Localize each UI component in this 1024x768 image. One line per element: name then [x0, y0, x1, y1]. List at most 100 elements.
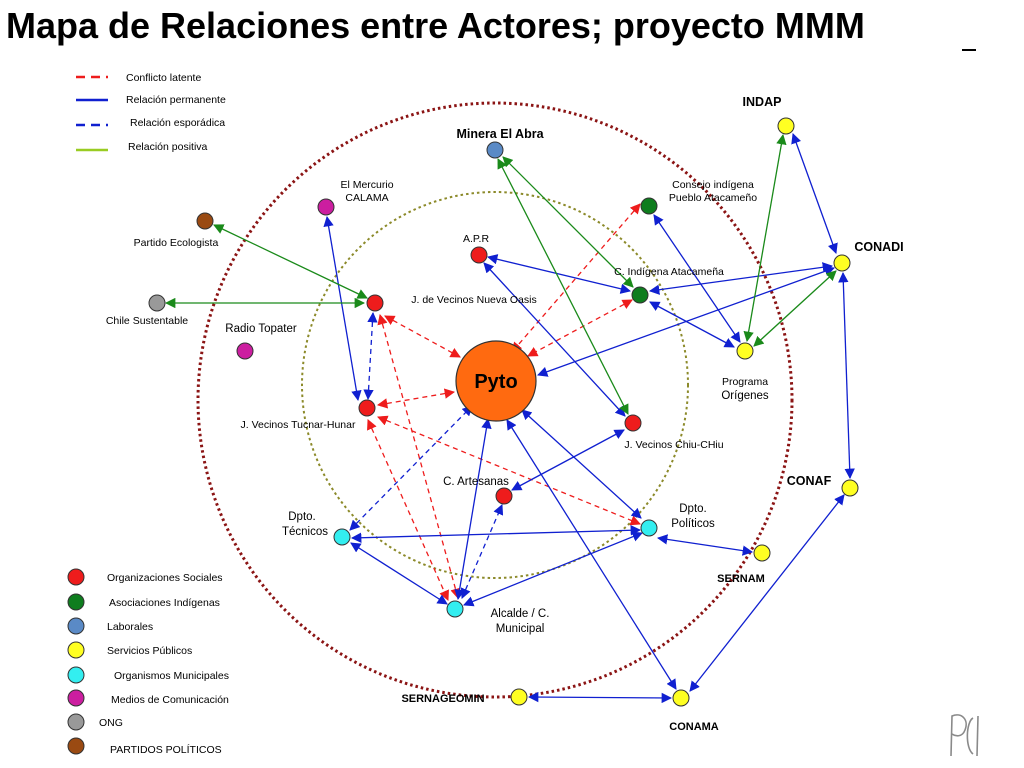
edge-jvchiu-artesanas: [511, 429, 625, 491]
legend-medios-dot: [67, 689, 85, 707]
pyto-label: Pyto: [474, 371, 517, 393]
node-artesanas[interactable]: C. Artesanas: [443, 476, 513, 505]
indap-circle: [777, 117, 795, 135]
consejo-circle: [640, 197, 658, 215]
node-dtecnicos[interactable]: Dpto. Técnicos: [282, 511, 351, 546]
legend-sporadic-label: Relación esporádica: [130, 117, 225, 129]
legend-medios-label: Medios de Comunicación: [111, 694, 229, 706]
edge-partido-jvnueva: [213, 224, 368, 299]
alcalde-label-line2: Municipal: [496, 623, 545, 635]
edge-dtecnicos-alcalde: [350, 542, 448, 605]
cindigena-circle: [631, 286, 649, 304]
pci-logo-i: [976, 715, 979, 757]
edge-jvtucnar-alcalde: [367, 419, 449, 601]
node-conaf[interactable]: CONAF: [787, 474, 859, 497]
legend-laborales-dot: [67, 617, 85, 635]
radio-label: Radio Topater: [225, 323, 297, 335]
edge-indap-programa: [743, 133, 787, 343]
node-alcalde[interactable]: Alcalde / C. Municipal: [446, 600, 550, 635]
jvchiu-label: J. Vecinos Chiu-CHiu: [624, 439, 723, 451]
edge-jvnueva-jvtucnar: [363, 311, 378, 401]
legend-servicios-label: Servicios Públicos: [107, 645, 192, 657]
node-apr[interactable]: A.P.R: [463, 233, 489, 264]
cindigena-label: C. Indígena Atacameña: [614, 266, 724, 278]
alcalde-circle: [446, 600, 464, 618]
artesanas-circle: [495, 487, 513, 505]
dpoliticos-label-line1: Dpto.: [679, 503, 707, 515]
legend-ong-label: ONG: [99, 717, 123, 729]
node-jvchiu[interactable]: J. Vecinos Chiu-CHiu: [624, 414, 724, 451]
sernageomin-label: SERNAGEOMIN: [401, 693, 484, 705]
sernam-label: SERNAM: [717, 573, 765, 585]
alcalde-label-line1: Alcalde / C.: [491, 608, 550, 620]
legend-laborales-label: Laborales: [107, 621, 153, 633]
relation-legend: Conflicto latente Relación permanente Re…: [76, 72, 226, 153]
node-partido[interactable]: Partido Ecologista: [134, 212, 219, 249]
dpoliticos-circle: [640, 519, 658, 537]
legend-ong-dot: [67, 713, 85, 731]
legend-latent-conflict-label: Conflicto latente: [126, 72, 201, 84]
mercurio-label-line2: CALAMA: [345, 192, 388, 204]
conaf-circle: [841, 479, 859, 497]
category-legend: Organizaciones Sociales Asociaciones Ind…: [67, 568, 229, 756]
node-jvtucnar[interactable]: J. Vecinos Tucnar-Hunar: [241, 399, 376, 431]
node-minera[interactable]: Minera El Abra: [456, 127, 545, 159]
conaf-label: CONAF: [787, 474, 832, 488]
edge-alcalde-artesanas: [460, 504, 504, 599]
edge-dpoliticos-dtecnicos: [350, 525, 642, 543]
node-chile[interactable]: Chile Sustentable: [106, 294, 188, 327]
edge-conaf-conama: [689, 494, 845, 692]
edge-sernageomin-conama: [527, 691, 673, 704]
node-consejo[interactable]: Consejo indígena Pueblo Atacameño: [640, 179, 757, 215]
edge-cindigena-programa: [649, 301, 735, 348]
page-title: Mapa de Relaciones entre Actores; proyec…: [6, 5, 865, 46]
node-programa[interactable]: Programa Orígenes: [721, 342, 769, 402]
conadi-circle: [833, 254, 851, 272]
edge-conadi-conaf: [838, 271, 855, 480]
legend-partidos-label: PARTIDOS POLÍTICOS: [110, 743, 222, 756]
apr-circle: [470, 246, 488, 264]
edge-indap-conadi: [791, 133, 838, 254]
edge-pyto-dpoliticos: [521, 409, 642, 519]
edge-jvnueva-pyto: [384, 315, 461, 358]
jvchiu-circle: [624, 414, 642, 432]
node-jvnueva[interactable]: J. de Vecinos Nueva Oasis: [366, 294, 537, 312]
radio-circle: [236, 342, 254, 360]
jvtucnar-label: J. Vecinos Tucnar-Hunar: [241, 419, 356, 431]
node-conadi[interactable]: CONADI: [833, 240, 904, 272]
node-pyto[interactable]: Pyto: [455, 340, 537, 422]
node-indap[interactable]: INDAP: [743, 95, 795, 135]
edge-consejo-programa: [653, 214, 741, 343]
pci-logo-c: [966, 717, 974, 755]
edge-dpoliticos-sernam: [656, 534, 754, 556]
edges: [164, 133, 855, 704]
legend-organismos-label: Organismos Municipales: [114, 670, 229, 682]
legend-partidos-dot: [67, 737, 85, 755]
node-mercurio[interactable]: El Mercurio CALAMA: [317, 179, 394, 216]
node-sernam[interactable]: SERNAM: [717, 544, 771, 585]
edge-minera-jvchiu: [497, 158, 629, 415]
node-radio[interactable]: Radio Topater: [225, 323, 297, 360]
nodes: Pyto INDAP Minera El Abra El Mercurio CA…: [106, 95, 904, 733]
edge-jvtucnar-pyto: [376, 388, 456, 409]
artesanas-label: C. Artesanas: [443, 476, 509, 488]
node-dpoliticos[interactable]: Dpto. Políticos: [640, 503, 715, 537]
edge-mercurio-jvtucnar: [323, 215, 362, 402]
sernageomin-circle: [510, 688, 528, 706]
jvtucnar-circle: [358, 399, 376, 417]
pyto-circle: [455, 340, 537, 422]
dtecnicos-label-line1: Dpto.: [288, 511, 316, 523]
partido-label: Partido Ecologista: [134, 237, 219, 249]
node-conama[interactable]: CONAMA: [669, 689, 719, 733]
legend-organizaciones-dot: [67, 568, 85, 586]
edge-pyto-alcalde: [454, 417, 492, 601]
legend-asociaciones-dot: [67, 593, 85, 611]
outer-boundary-circle: [196, 101, 794, 699]
sernam-circle: [753, 544, 771, 562]
chile-circle: [148, 294, 166, 312]
legend-organismos-dot: [67, 666, 85, 684]
node-cindigena[interactable]: C. Indígena Atacameña: [614, 266, 724, 304]
jvnueva-circle: [366, 294, 384, 312]
node-sernageomin[interactable]: SERNAGEOMIN: [401, 688, 528, 706]
